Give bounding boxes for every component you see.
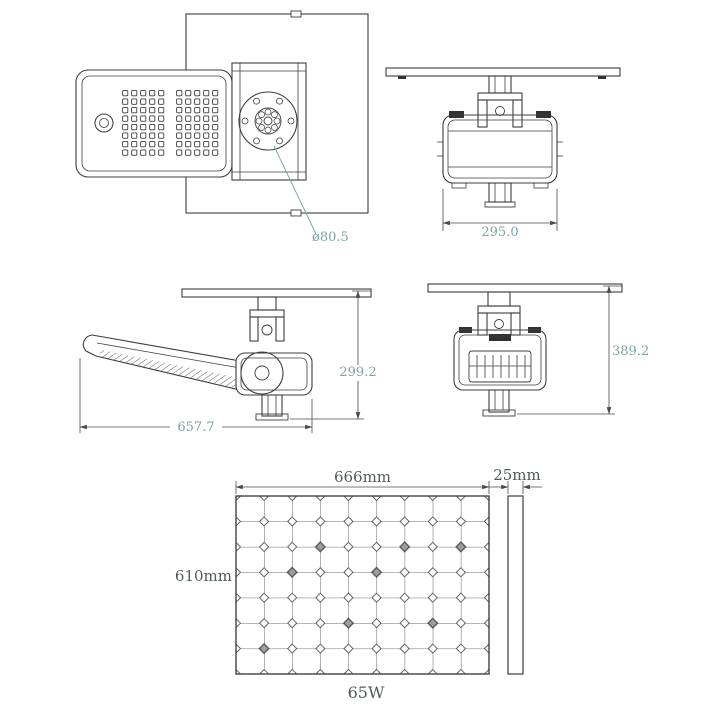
dim-panel-height-label: 610mm <box>174 567 232 585</box>
front-view-drawing <box>385 67 621 208</box>
panel-power-label: 65W <box>347 683 385 702</box>
dim-side-length-label: 657.7 <box>170 420 222 437</box>
dim-side-height-label: 299.2 <box>334 365 382 382</box>
panel-texture-diamonds <box>258 540 467 655</box>
dim-panel-width-label: 666mm <box>333 468 392 486</box>
solar-panel-side-drawing <box>507 495 524 675</box>
dim-rear-height-label: 389.2 <box>612 344 650 359</box>
dim-panel-thickness-label: 25mm <box>493 466 541 484</box>
dim-front-width-label: 295.0 <box>481 225 519 240</box>
flange-leader-line <box>273 145 317 235</box>
side-view-drawing <box>82 288 372 421</box>
dim-flange-diameter-label: ø80.5 <box>312 230 349 245</box>
solar-panel-front-drawing <box>235 495 490 675</box>
dimension-lines <box>79 145 622 494</box>
top-view-drawing <box>75 10 369 217</box>
rear-view-drawing <box>427 283 623 417</box>
